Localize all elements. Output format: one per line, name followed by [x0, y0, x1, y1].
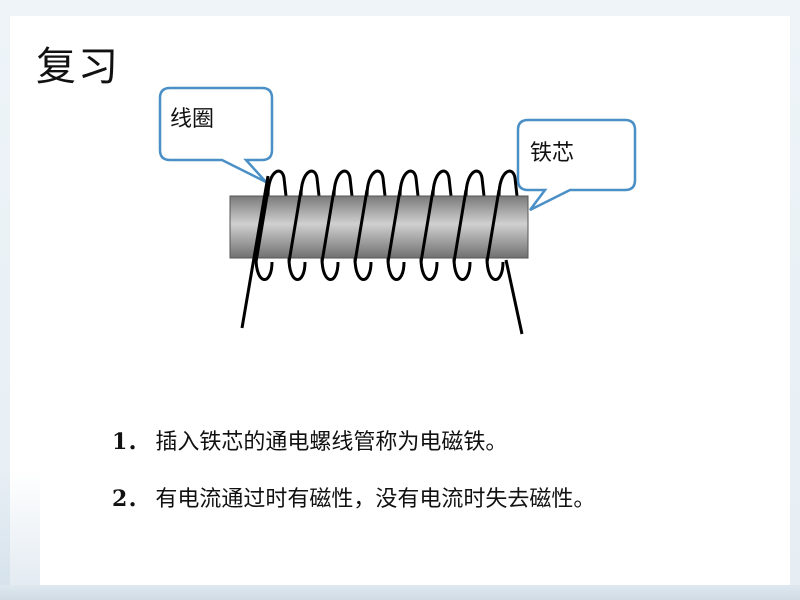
coil-turn-front	[287, 189, 303, 263]
coil-turn-back	[398, 169, 420, 197]
coil-turn-bottom	[419, 257, 439, 281]
coil-turn-back	[365, 169, 387, 197]
coil-turn-bottom	[320, 257, 340, 281]
coil-turn-front	[386, 189, 402, 263]
coil-turn-front	[353, 189, 369, 263]
coil-turn-back	[332, 169, 354, 197]
background-watermark	[0, 470, 40, 585]
core-callout	[516, 118, 637, 212]
point-1-text: 插入铁芯的通电螺线管称为电磁铁。	[155, 430, 508, 455]
lead-wire-left	[240, 175, 270, 329]
coil-turn-bottom	[485, 257, 505, 281]
slide-title: 复习	[36, 44, 120, 90]
coil-back-turns	[254, 169, 519, 281]
coil-turn-bottom	[353, 257, 373, 281]
coil-turn-front	[485, 189, 501, 263]
coil-front-turns	[254, 189, 501, 263]
slide-panel	[10, 16, 790, 586]
coil-turn-back	[299, 169, 321, 197]
point-1-number: 1．	[112, 429, 150, 455]
coil-turn-front	[320, 189, 336, 263]
coil-turn-back	[431, 169, 453, 197]
coil-turn-back	[266, 169, 288, 197]
coil-label: 线圈	[170, 107, 215, 132]
point-2: 2．有电流通过时有磁性，没有电流时失去磁性。	[112, 481, 595, 513]
core-label: 铁芯	[530, 141, 575, 166]
coil-turn-bottom	[287, 257, 307, 281]
coil-turn-bottom	[452, 257, 472, 281]
coil-turn-front	[452, 189, 468, 263]
point-1: 1．插入铁芯的通电螺线管称为电磁铁。	[112, 424, 507, 456]
coil-turn-front	[419, 189, 435, 263]
point-2-number: 2．	[112, 486, 150, 512]
coil-turn-bottom	[386, 257, 406, 281]
coil-turn-back	[497, 169, 519, 197]
coil-turn-bottom	[254, 257, 274, 281]
coil-callout	[158, 86, 274, 184]
lead-wire-right	[504, 259, 524, 335]
point-2-text: 有电流通过时有磁性，没有电流时失去磁性。	[155, 487, 596, 512]
bottom-band	[0, 585, 800, 600]
iron-core	[229, 195, 529, 259]
coil-turn-back	[464, 169, 486, 197]
coil-turn-front	[254, 189, 270, 263]
